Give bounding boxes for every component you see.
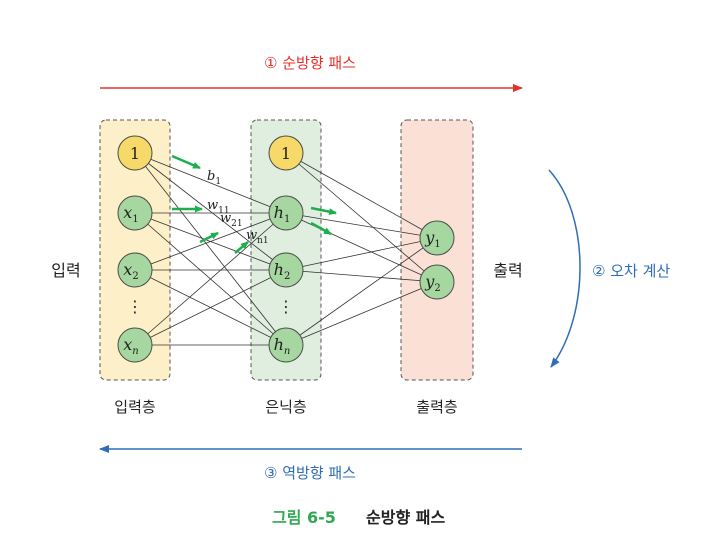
node-label: 1 <box>281 144 291 163</box>
node-label: y1 <box>424 228 440 250</box>
edge-xn-h1 <box>134 212 287 346</box>
node-label: hn <box>274 335 291 357</box>
backward-pass-label: ③ 역방향 패스 <box>264 464 356 482</box>
output-node-y2: y2 <box>419 264 455 300</box>
input-node-x2: x2 <box>117 252 153 288</box>
weight-label-b1: b1 <box>207 169 221 187</box>
output-node-y1: y1 <box>419 220 455 256</box>
hidden-ellipsis: ⋮ <box>278 297 294 316</box>
edge-h2-y2 <box>285 269 438 283</box>
edge-hb-y1 <box>285 152 438 239</box>
edge-1-h2 <box>134 152 287 271</box>
edge-h1-y1 <box>285 212 438 239</box>
edge-hn-y2 <box>285 281 438 346</box>
input-node-xn: xn <box>117 327 153 363</box>
edge-h2-y1 <box>285 237 438 271</box>
input-node-x1: x1 <box>117 195 153 231</box>
edge-xn-h2 <box>134 269 287 346</box>
connection-lines <box>134 152 438 346</box>
flow-arrow-b1 <box>171 154 201 170</box>
weight-label-wn1: wn1 <box>246 228 269 246</box>
flow-arrow-h1-b <box>310 221 332 236</box>
error-calc-arrow <box>548 169 581 368</box>
flow-arrow-wn1 <box>234 241 249 254</box>
hidden-layer-box <box>250 119 322 381</box>
hidden-node-h1: h1 <box>268 195 304 231</box>
edge-hn-y1 <box>285 237 438 346</box>
output-layer-label: 출력층 <box>416 398 457 416</box>
input-layer-box <box>99 119 171 381</box>
forward-pass-label: ① 순방향 패스 <box>264 54 356 72</box>
node-label: h1 <box>274 203 291 225</box>
node-label: xn <box>123 335 138 357</box>
hidden-node-hn: hn <box>268 327 304 363</box>
flow-arrow-h1-a <box>310 206 337 216</box>
weight-label-w11: w11 <box>207 198 230 216</box>
flow-arrows <box>171 154 337 254</box>
node-label: y2 <box>424 272 440 294</box>
hidden-node-bias: 1 <box>268 135 304 171</box>
node-label: x1 <box>123 203 138 225</box>
node-label: h2 <box>274 260 291 282</box>
input-node-bias: 1 <box>117 135 153 171</box>
figure-title: 순방향 패스 <box>366 508 445 527</box>
edge-x2-h1 <box>134 212 287 271</box>
node-label: 1 <box>130 144 140 163</box>
input-layer-label: 입력층 <box>114 398 155 416</box>
hidden-layer-label: 은닉층 <box>265 398 306 416</box>
output-side-label: 출력 <box>493 261 522 280</box>
input-side-label: 입력 <box>51 261 80 280</box>
node-label: x2 <box>123 260 138 282</box>
edge-1-hn <box>134 152 287 346</box>
weight-label-w21: w21 <box>220 211 243 229</box>
hidden-node-h2: h2 <box>268 252 304 288</box>
flow-arrow-w21 <box>199 231 219 244</box>
edge-1-h1 <box>134 152 287 214</box>
figure-number: 그림 6-5 <box>272 508 336 527</box>
input-ellipsis: ⋮ <box>127 297 143 316</box>
error-calc-label: ② 오차 계산 <box>592 262 670 280</box>
edge-hb-y2 <box>285 152 438 283</box>
